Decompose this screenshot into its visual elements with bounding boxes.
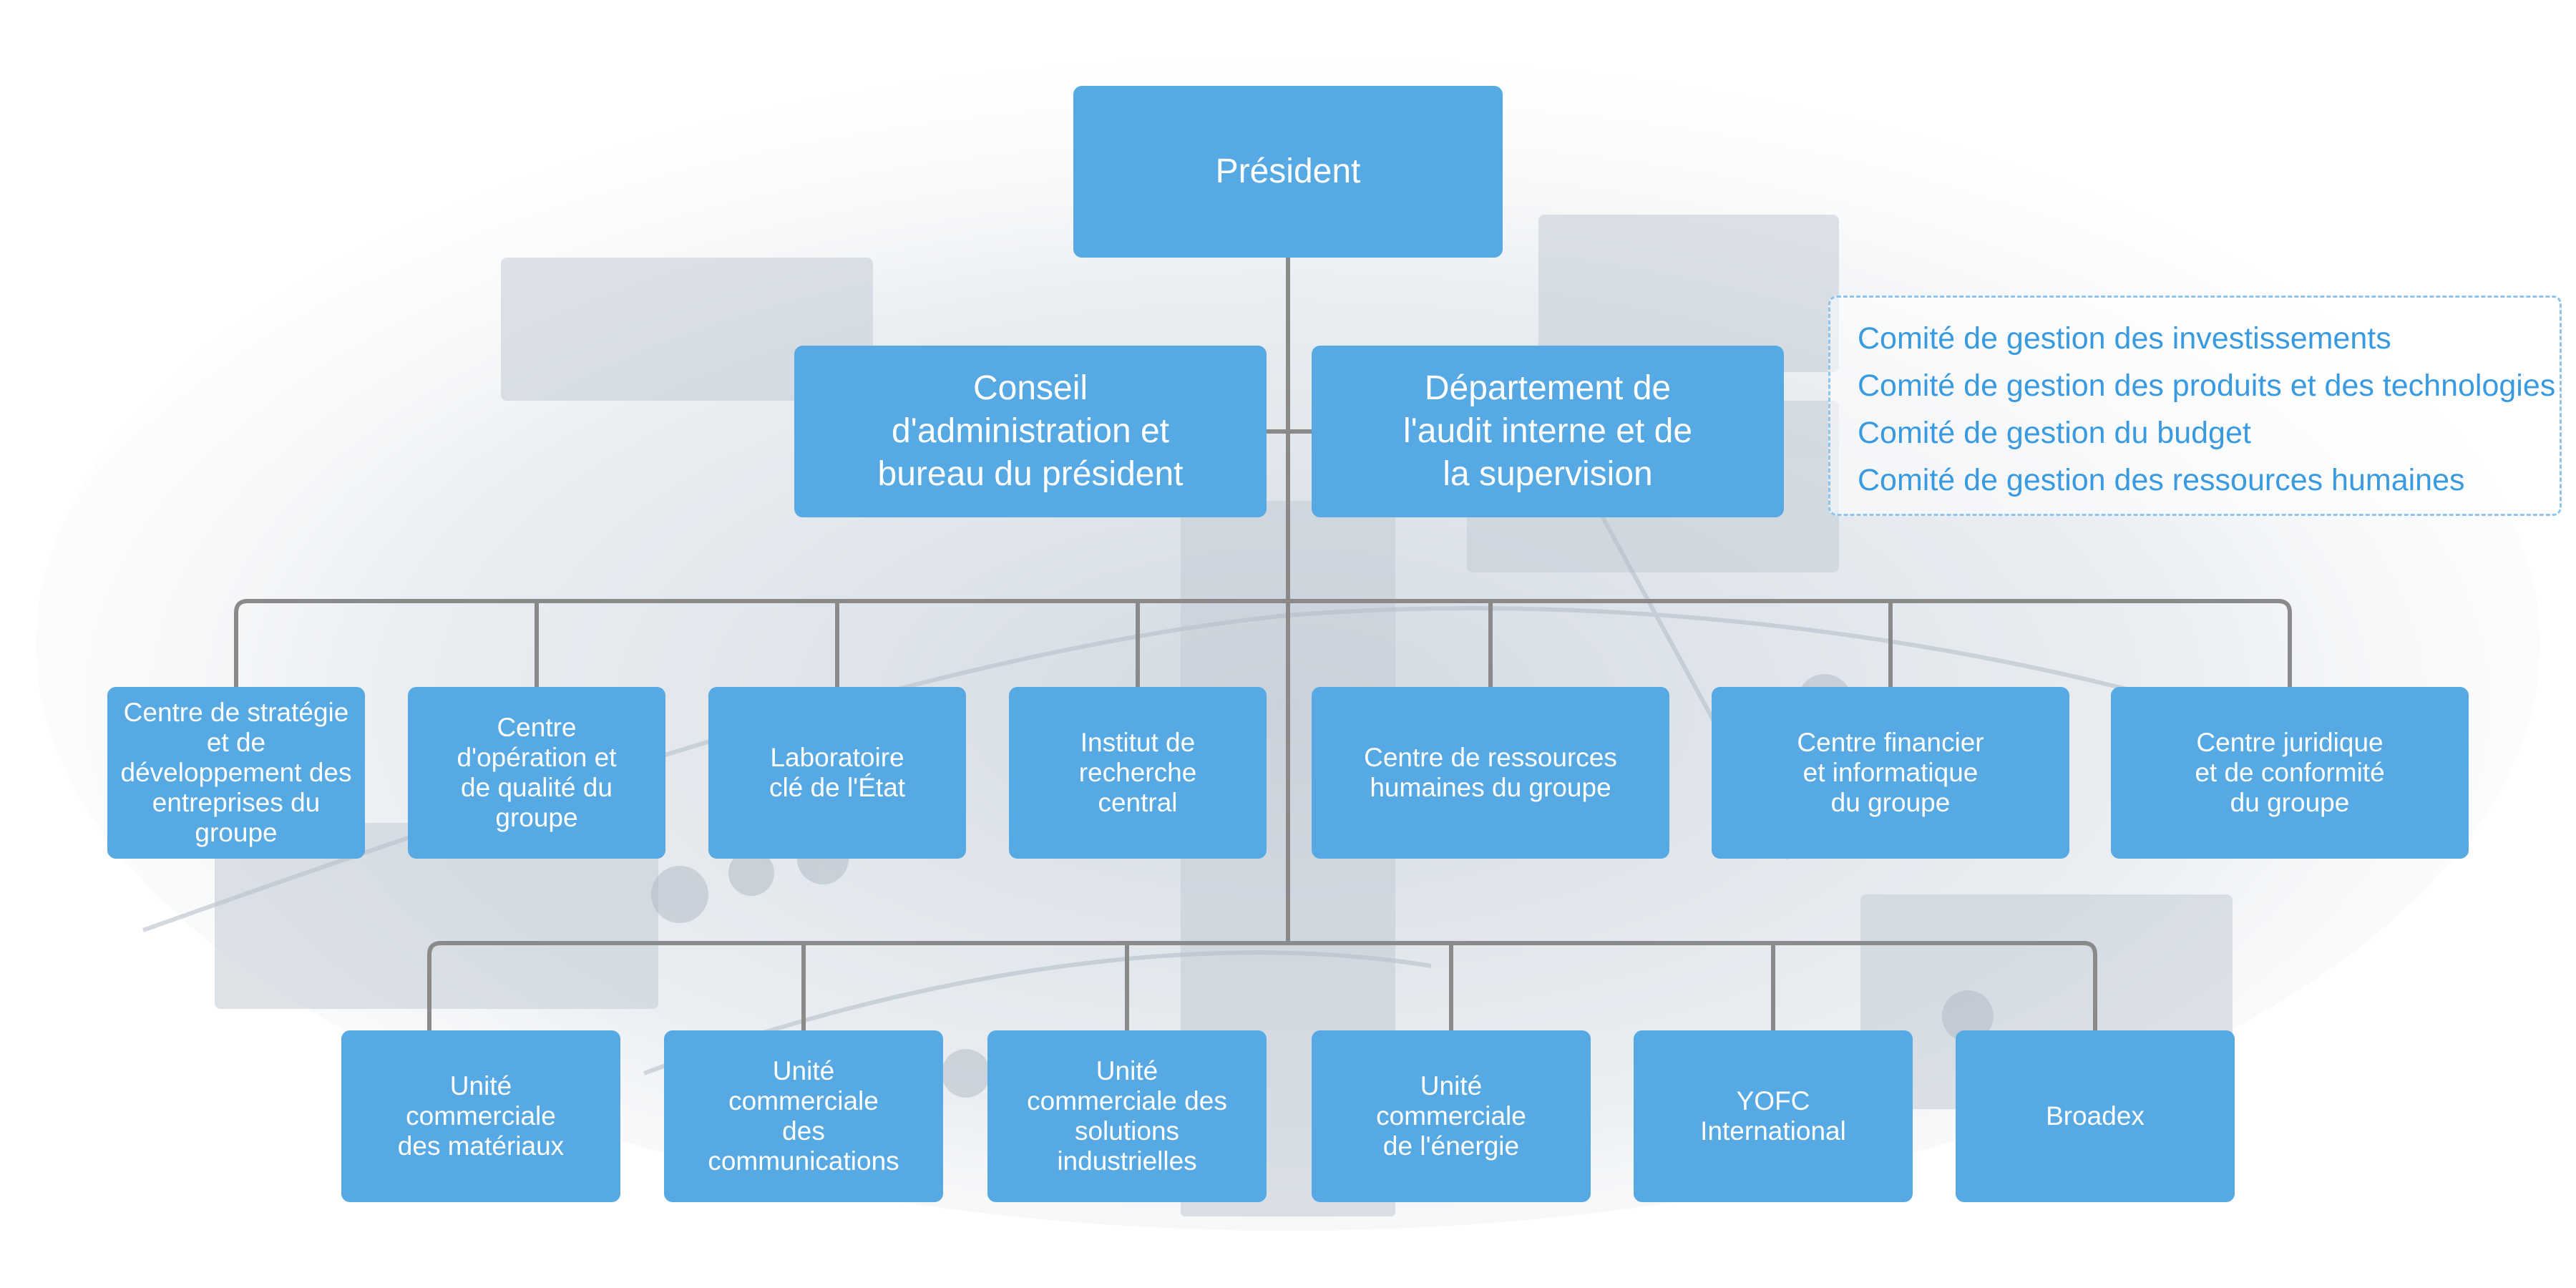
center-box: Centre de ressources humaines du groupe bbox=[1312, 687, 1669, 859]
center-label: Centre juridique et de conformité du gro… bbox=[2195, 728, 2385, 817]
committee-item: Comité de gestion des investissements bbox=[1858, 321, 2391, 356]
unit-label: Unité commerciale des matériaux bbox=[397, 1071, 565, 1161]
unit-box: YOFC International bbox=[1634, 1030, 1913, 1202]
center-box: Laboratoire clé de l'État bbox=[708, 687, 966, 859]
unit-label: Broadex bbox=[2046, 1101, 2145, 1131]
board-label: Conseil d'administration et bureau du pr… bbox=[877, 369, 1184, 493]
committees-panel: Comité de gestion des investissements Co… bbox=[1828, 296, 2562, 516]
center-box: Centre juridique et de conformité du gro… bbox=[2111, 687, 2469, 859]
audit-box: Département de l'audit interne et de la … bbox=[1312, 346, 1784, 517]
audit-label: Département de l'audit interne et de la … bbox=[1402, 369, 1693, 493]
units-bus bbox=[427, 941, 2097, 1030]
center-label: Centre de stratégie et de développement … bbox=[120, 698, 352, 847]
center-label: Centre financier et informatique du grou… bbox=[1797, 728, 1984, 817]
center-box: Centre financier et informatique du grou… bbox=[1712, 687, 2069, 859]
president-label: Président bbox=[1215, 152, 1361, 190]
unit-box: Unité commerciale de l'énergie bbox=[1312, 1030, 1591, 1202]
unit-box: Unité commerciale des communications bbox=[664, 1030, 943, 1202]
unit-label: Unité commerciale des communications bbox=[708, 1056, 899, 1176]
president-box: Président bbox=[1073, 86, 1503, 258]
unit-box: Unité commerciale des solutions industri… bbox=[987, 1030, 1267, 1202]
committee-item: Comité de gestion du budget bbox=[1858, 416, 2251, 450]
unit-box: Unité commerciale des matériaux bbox=[341, 1030, 620, 1202]
unit-label: Unité commerciale de l'énergie bbox=[1376, 1071, 1526, 1161]
unit-label: YOFC International bbox=[1700, 1086, 1846, 1146]
center-label: Centre d'opération et de qualité du grou… bbox=[457, 713, 617, 832]
unit-box: Broadex bbox=[1956, 1030, 2235, 1202]
center-box: Institut de recherche central bbox=[1009, 687, 1267, 859]
board-box: Conseil d'administration et bureau du pr… bbox=[794, 346, 1267, 517]
committee-item: Comité de gestion des produits et des te… bbox=[1858, 369, 2556, 403]
center-label: Laboratoire clé de l'État bbox=[769, 743, 906, 802]
centers-bus bbox=[234, 599, 2292, 687]
center-label: Institut de recherche central bbox=[1078, 728, 1197, 817]
center-label: Centre de ressources humaines du groupe bbox=[1364, 743, 1617, 802]
center-box: Centre d'opération et de qualité du grou… bbox=[408, 687, 665, 859]
unit-label: Unité commerciale des solutions industri… bbox=[1027, 1056, 1227, 1176]
committee-item: Comité de gestion des ressources humaine… bbox=[1858, 463, 2465, 497]
center-box: Centre de stratégie et de développement … bbox=[107, 687, 365, 859]
